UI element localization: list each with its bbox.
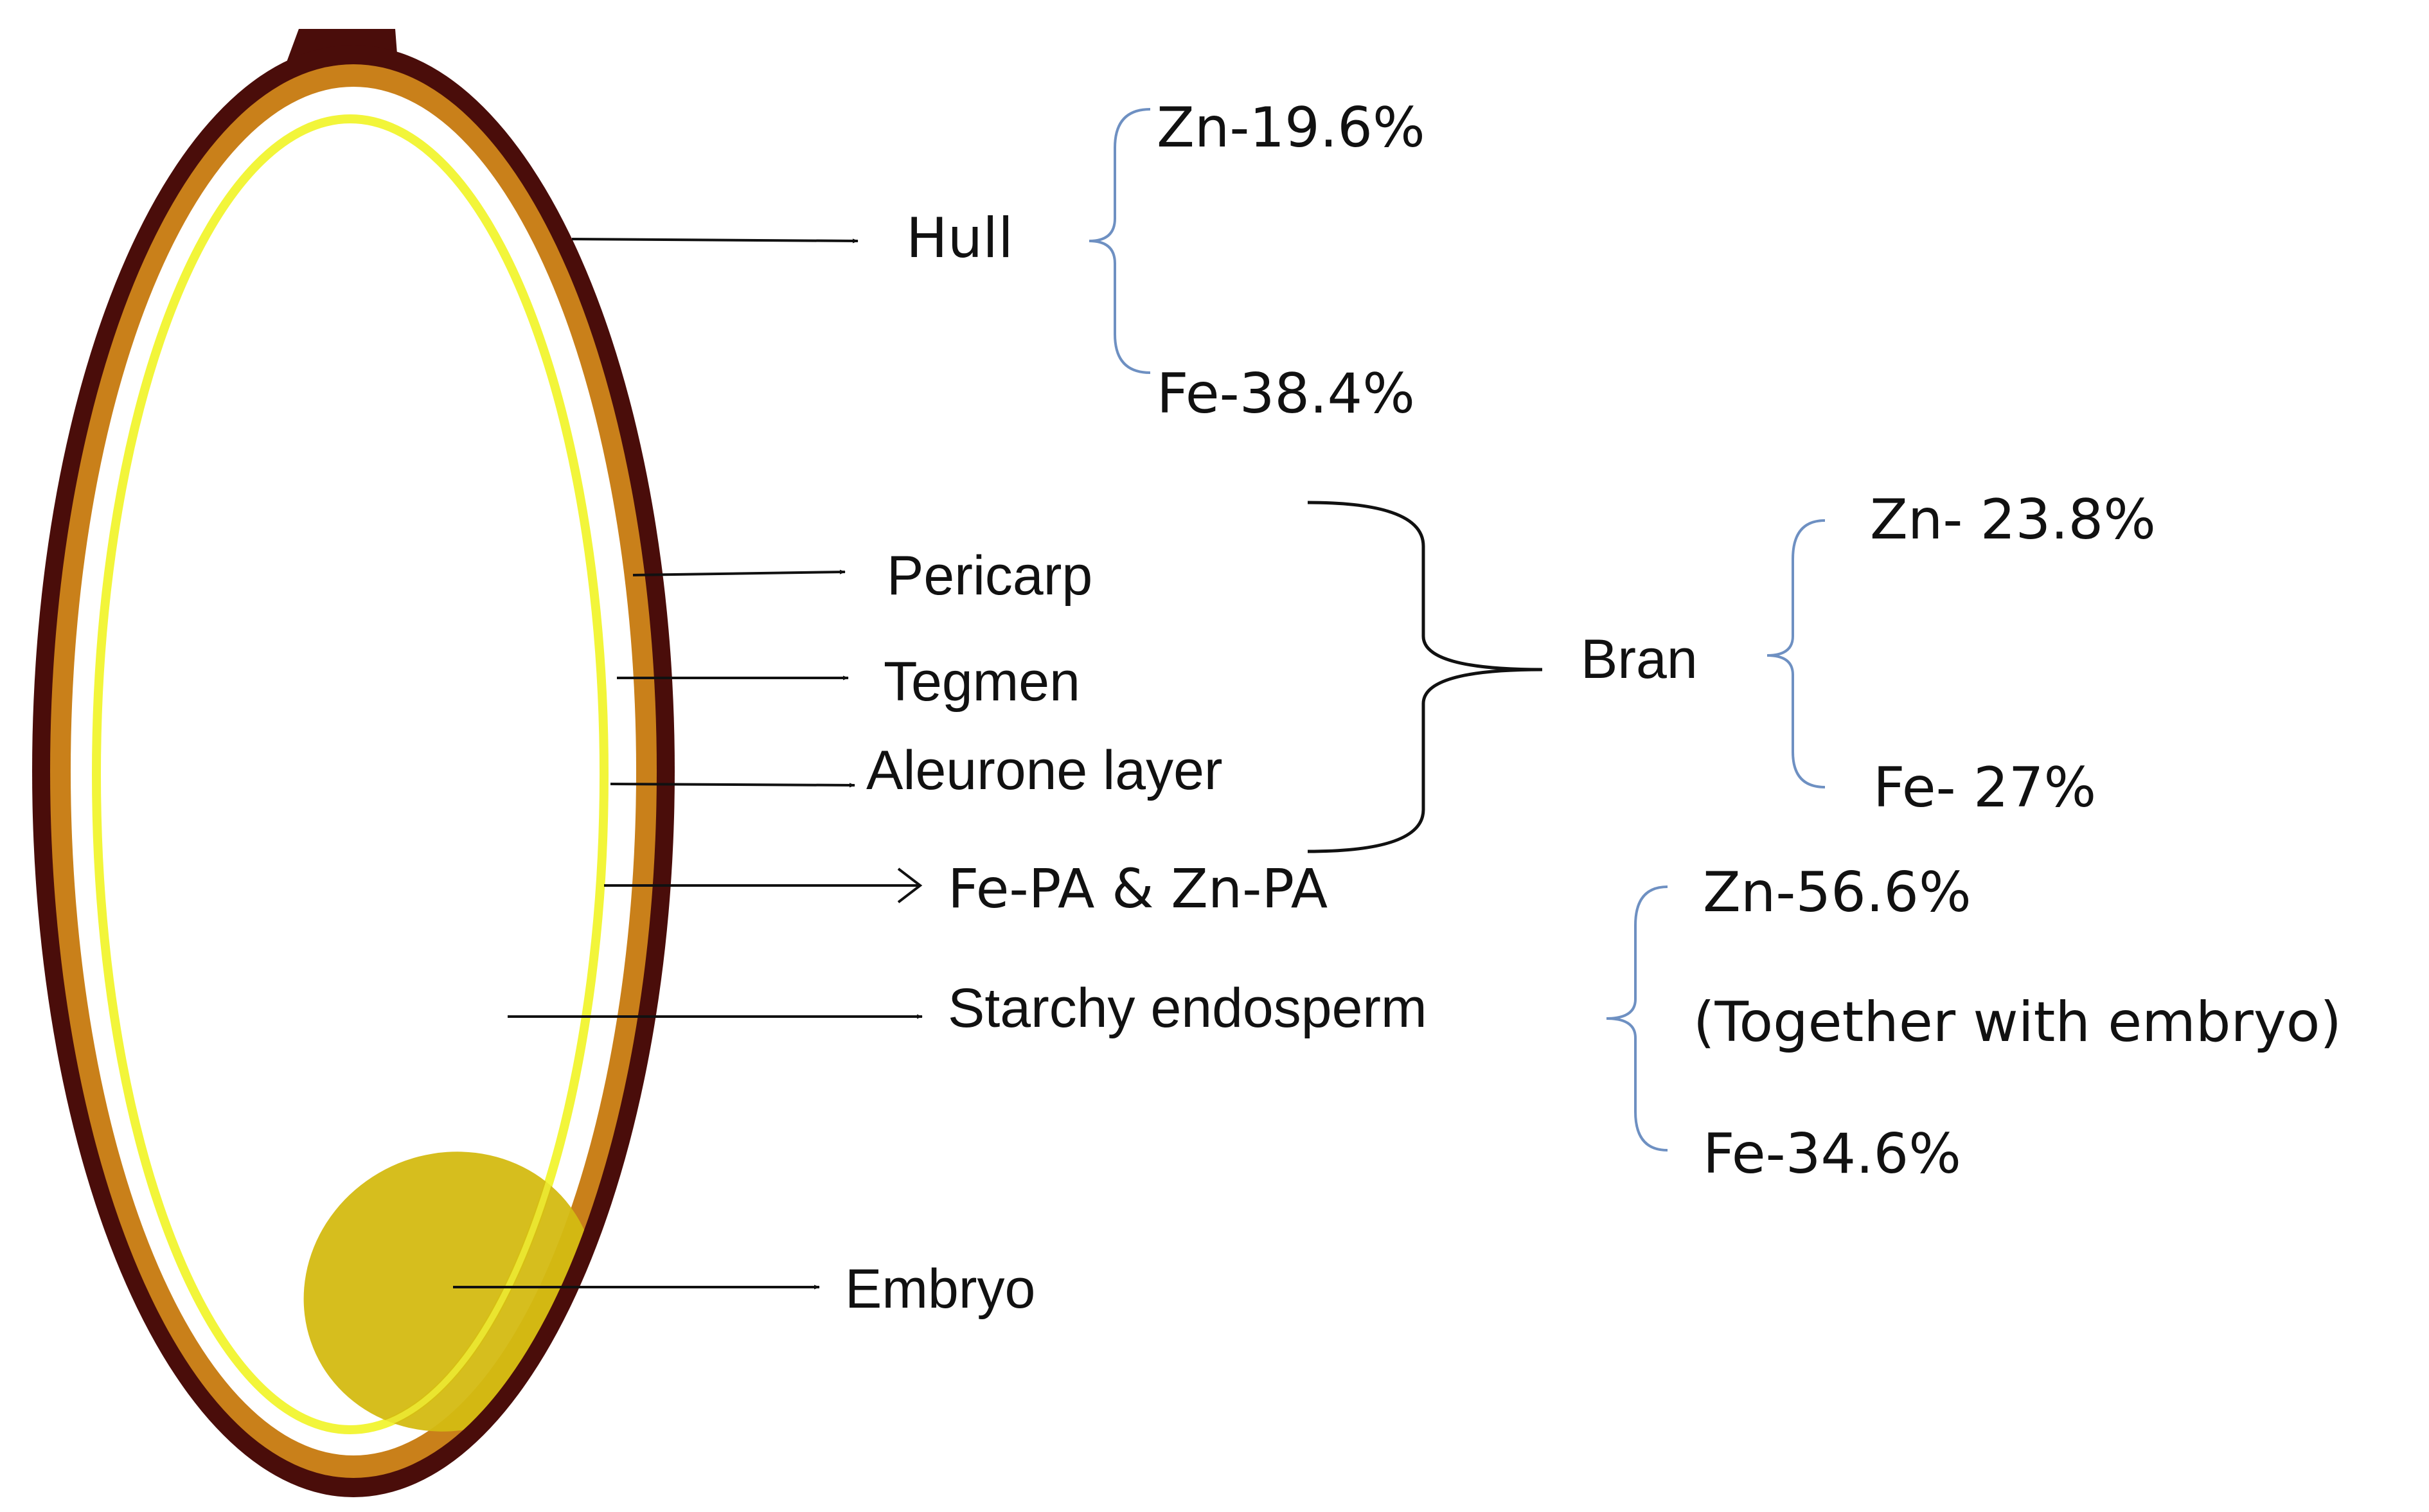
white-gap-layer (71, 87, 636, 1455)
endosperm-note: (Together with embryo) (1693, 990, 2342, 1054)
bran-ring-front (93, 116, 607, 1433)
endosperm-value-brace (1606, 885, 1668, 1152)
aleurone-arrow (610, 783, 855, 788)
hull-brace (1089, 108, 1151, 374)
aleurone-layer-label: Aleurone layer (866, 740, 1223, 801)
blue-braces (1089, 108, 1826, 1152)
bran-zn-value: Zn- 23.8% (1870, 488, 2156, 552)
hull-label: Hull (906, 206, 1013, 271)
pericarp-arrow (632, 569, 846, 576)
pericarp-label: Pericarp (887, 545, 1092, 607)
bran-label: Bran (1581, 628, 1698, 690)
fepa-arrow-head (897, 867, 923, 903)
bran-brace (1307, 501, 1543, 853)
rice-grain (32, 29, 675, 1497)
endosperm-zn-value: Zn-56.6% (1703, 860, 1971, 925)
bran-fe-value: Fe- 27% (1873, 756, 2096, 820)
hull-zn-value: Zn-19.6% (1157, 96, 1425, 160)
fe-pa-zn-pa-label: Fe-PA & Zn-PA (948, 857, 1328, 920)
embryo-label: Embryo (845, 1258, 1035, 1320)
bran-value-brace (1766, 519, 1826, 788)
tegmen-label: Tegmen (884, 651, 1080, 713)
starchy-endosperm-label: Starchy endosperm (948, 977, 1427, 1039)
pointer-arrows (453, 238, 923, 1290)
hull-fe-value: Fe-38.4% (1157, 362, 1415, 426)
hull-arrow (571, 238, 859, 244)
endosperm-fe-value: Fe-34.6% (1703, 1122, 1961, 1186)
